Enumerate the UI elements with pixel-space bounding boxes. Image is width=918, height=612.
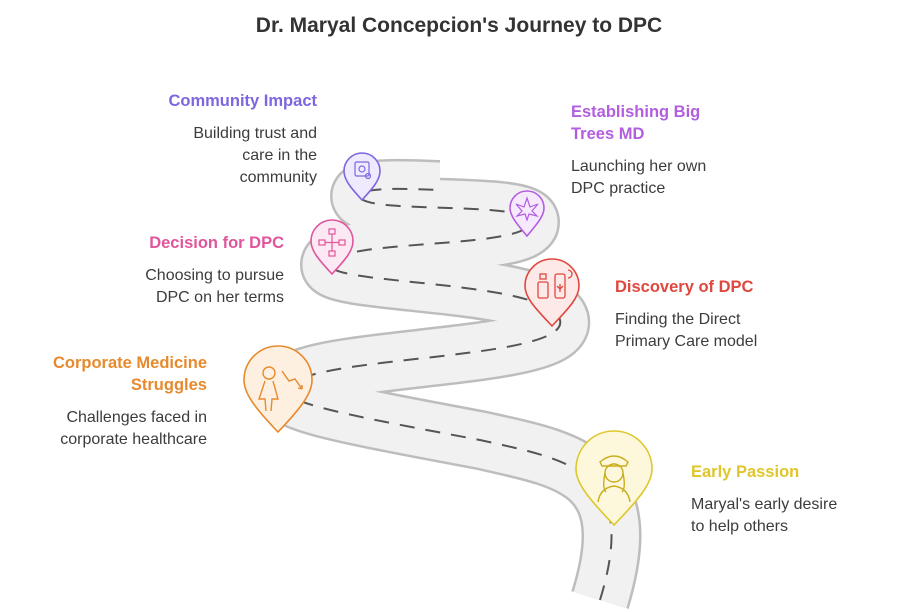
marker-early-passion: [575, 430, 653, 527]
desc-line: Choosing to pursue: [145, 267, 284, 284]
step-early-passion: Early Passion Maryal's early desire to h…: [691, 461, 837, 538]
step-description: Finding the Direct Primary Care model: [615, 309, 757, 353]
flowchart-icon: [318, 228, 346, 257]
step-community-impact: Community Impact Building trust and care…: [168, 90, 317, 189]
heading-line: Corporate Medicine: [52, 354, 207, 372]
step-description: Launching her own DPC practice: [571, 156, 706, 200]
heading-line: Struggles: [130, 376, 207, 394]
step-heading: Early Passion: [691, 463, 800, 481]
diagram-title: Dr. Maryal Concepcion's Journey to DPC: [255, 14, 663, 37]
desc-line: DPC practice: [571, 180, 666, 197]
cannabis-leaf-icon: [515, 196, 539, 222]
step-big-trees: Establishing Big Trees MD Launching her …: [571, 101, 706, 200]
marker-big-trees: [509, 190, 545, 238]
nurse-icon: [597, 455, 631, 503]
desc-line: DPC on her terms: [155, 289, 284, 306]
step-description: Challenges faced in corporate healthcare: [53, 407, 207, 451]
marker-community-impact: [343, 152, 381, 202]
step-decision: Decision for DPC Choosing to pursue DPC …: [145, 232, 284, 309]
step-description: Maryal's early desire to help others: [691, 494, 837, 538]
step-heading: Community Impact: [168, 92, 317, 110]
step-corporate: Corporate Medicine Struggles Challenges …: [53, 352, 207, 451]
desc-line: Primary Care model: [615, 333, 758, 350]
step-discovery: Discovery of DPC Finding the Direct Prim…: [615, 276, 757, 353]
desc-line: care in the: [242, 147, 317, 164]
step-description: Choosing to pursue DPC on her terms: [145, 265, 284, 309]
marker-corporate: [243, 345, 313, 434]
step-heading: Establishing Big Trees MD: [571, 101, 706, 145]
desc-line: corporate healthcare: [60, 431, 207, 448]
pharmacy-icon: [537, 269, 573, 299]
step-heading: Corporate Medicine Struggles: [53, 352, 207, 396]
heading-line: Establishing Big: [571, 103, 701, 121]
desc-line: Maryal's early desire: [691, 496, 838, 513]
desc-line: Finding the Direct: [615, 311, 741, 328]
desc-line: Building trust and: [193, 125, 317, 142]
marker-discovery: [524, 258, 580, 328]
heading-line: Trees MD: [571, 125, 645, 143]
marker-decision: [310, 219, 354, 276]
decline-icon: [258, 366, 303, 412]
step-heading: Decision for DPC: [149, 234, 284, 252]
step-description: Building trust and care in the community: [168, 123, 317, 189]
desc-line: Launching her own: [571, 158, 707, 175]
community-icon: [354, 161, 372, 180]
desc-line: Challenges faced in: [66, 409, 207, 426]
step-heading: Discovery of DPC: [615, 278, 754, 296]
desc-line: community: [239, 169, 317, 186]
desc-line: to help others: [691, 518, 788, 535]
